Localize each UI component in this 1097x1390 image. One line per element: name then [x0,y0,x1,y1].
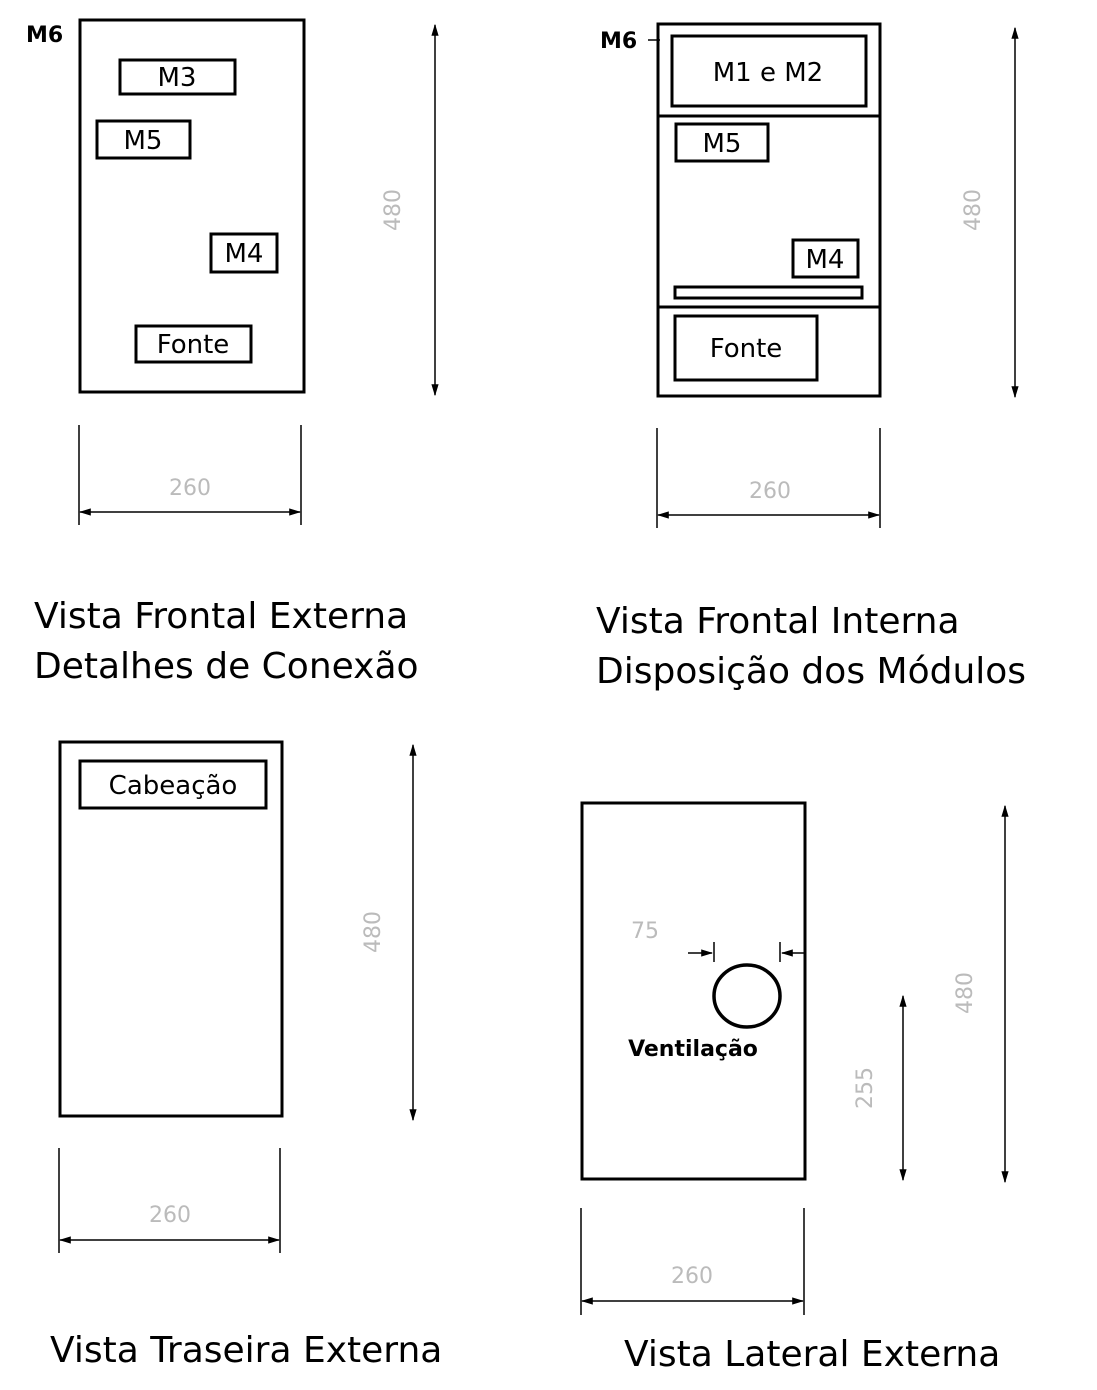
cabinet-outline [580,801,807,1181]
corner-label-m6: M6 [26,23,63,48]
module-fonte-label: Fonte [710,334,783,364]
module-m4: M4 [791,238,860,279]
module-m4: M4 [209,232,279,274]
module-m5-label: M5 [124,126,163,156]
vent-hole [712,963,782,1029]
caption-front-external-2: Detalhes de Conexão [34,646,419,687]
height-dimension-label: 480 [953,972,978,1014]
module-fonte: Fonte [134,324,253,364]
module-m5: M5 [95,119,192,160]
module-fonte: Fonte [673,314,819,382]
caption-side-external: Vista Lateral Externa [624,1334,1000,1375]
vent-height-dimension-label: 255 [853,1067,878,1109]
view-front-internal: M6 M1 e M2 M5 M4 Fonte 480 260 Vista Fro… [596,22,1026,692]
height-dimension-label: 480 [381,189,406,231]
module-m3-label: M3 [158,63,197,93]
module-m4-label: M4 [225,239,264,269]
module-m3: M3 [118,58,237,96]
corner-label-m6: M6 [600,29,637,54]
cabinet-outline [78,18,306,394]
width-dimension-label: 260 [169,476,211,501]
cabinet-outline [656,22,882,398]
module-cabeacao: Cabeação [78,759,268,810]
caption-front-internal-2: Disposição dos Módulos [596,651,1026,692]
rail-bar [673,285,864,300]
view-rear-external: Cabeação 480 260 Vista Traseira Externa [50,740,442,1371]
module-m5: M5 [674,122,770,163]
cabinet-outline [58,740,284,1118]
module-m1-m2: M1 e M2 [670,34,868,108]
module-fonte-label: Fonte [157,330,230,360]
caption-front-internal-1: Vista Frontal Interna [596,601,960,642]
width-dimension-label: 260 [149,1203,191,1228]
height-dimension-label: 480 [361,911,386,953]
caption-rear-external: Vista Traseira Externa [50,1330,442,1371]
vent-dimension-label: 75 [631,919,659,944]
height-dimension-label: 480 [961,189,986,231]
caption-front-external-1: Vista Frontal Externa [34,596,408,637]
width-dimension-label: 260 [671,1264,713,1289]
module-m1-m2-label: M1 e M2 [713,58,823,88]
vent-label: Ventilação [628,1037,758,1062]
view-side-external: Ventilação 75 255 480 260 Vista Lateral … [580,801,1009,1375]
module-m4-label: M4 [806,245,845,275]
width-dimension-label: 260 [749,479,791,504]
module-m5-label: M5 [703,129,742,159]
module-cabeacao-label: Cabeação [109,771,238,801]
view-front-external: M6 M3 M5 M4 Fonte 480 260 Vista Frontal … [26,18,439,687]
